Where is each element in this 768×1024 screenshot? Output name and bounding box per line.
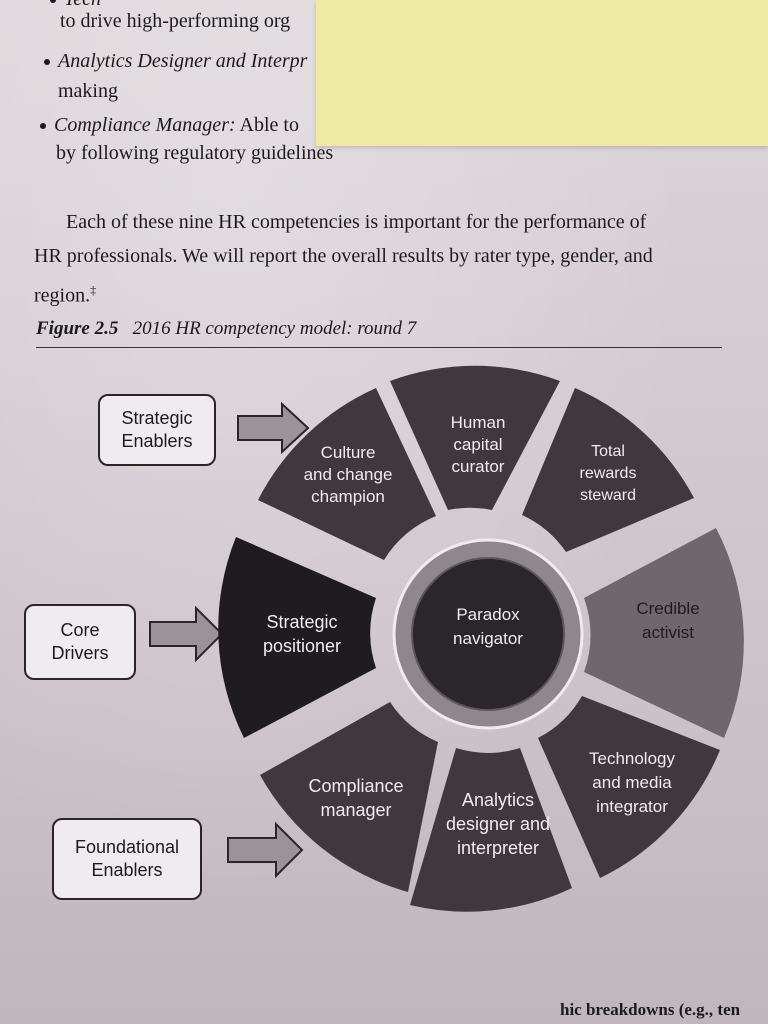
bullet-icon	[40, 123, 46, 130]
arrow-icon	[149, 605, 224, 663]
segment-total-rewards	[522, 388, 694, 552]
paragraph-line-1: Each of these nine HR competencies is im…	[66, 211, 647, 233]
footnote-mark: ‡	[90, 283, 97, 297]
segment-technology	[538, 696, 720, 878]
caption-rule	[36, 347, 722, 348]
bullet-icon	[50, 0, 56, 4]
segment-strategic-positioner	[218, 537, 376, 738]
top-line-3: making	[58, 80, 118, 102]
arrow-icon	[227, 821, 304, 879]
strategic-enablers-box: Strategic Enablers	[98, 394, 216, 466]
figure-title: 2016 HR competency model: round 7	[132, 318, 417, 339]
figure-caption: Figure 2.5 2016 HR competency model: rou…	[36, 318, 416, 340]
center-circle	[411, 557, 565, 711]
sticky-note	[316, 0, 768, 146]
segment-human-capital	[390, 365, 560, 510]
segment-compliance	[260, 702, 438, 892]
arrow-icon	[237, 401, 310, 455]
top-line-4: Compliance Manager: Able to	[40, 112, 299, 138]
top-line-5: by following regulatory guidelines	[56, 142, 334, 164]
core-drivers-box: Core Drivers	[24, 604, 136, 680]
segment-credible-activist	[584, 528, 744, 738]
top-line-1: to drive high-performing org	[60, 10, 291, 32]
top-line-2: Analytics Designer and Interpr	[44, 48, 307, 74]
footer-text: hic breakdowns (e.g., ten	[560, 1000, 741, 1019]
foundational-enablers-box: Foundational Enablers	[52, 818, 202, 900]
top-line-0: Tech	[50, 0, 101, 12]
segment-analytics	[410, 748, 572, 912]
segment-culture	[258, 388, 436, 560]
paragraph-line-3: region.‡	[34, 283, 97, 307]
paragraph-line-2: HR professionals. We will report the ove…	[34, 245, 653, 267]
bullet-icon	[44, 59, 50, 66]
figure-number: Figure 2.5	[36, 318, 119, 339]
